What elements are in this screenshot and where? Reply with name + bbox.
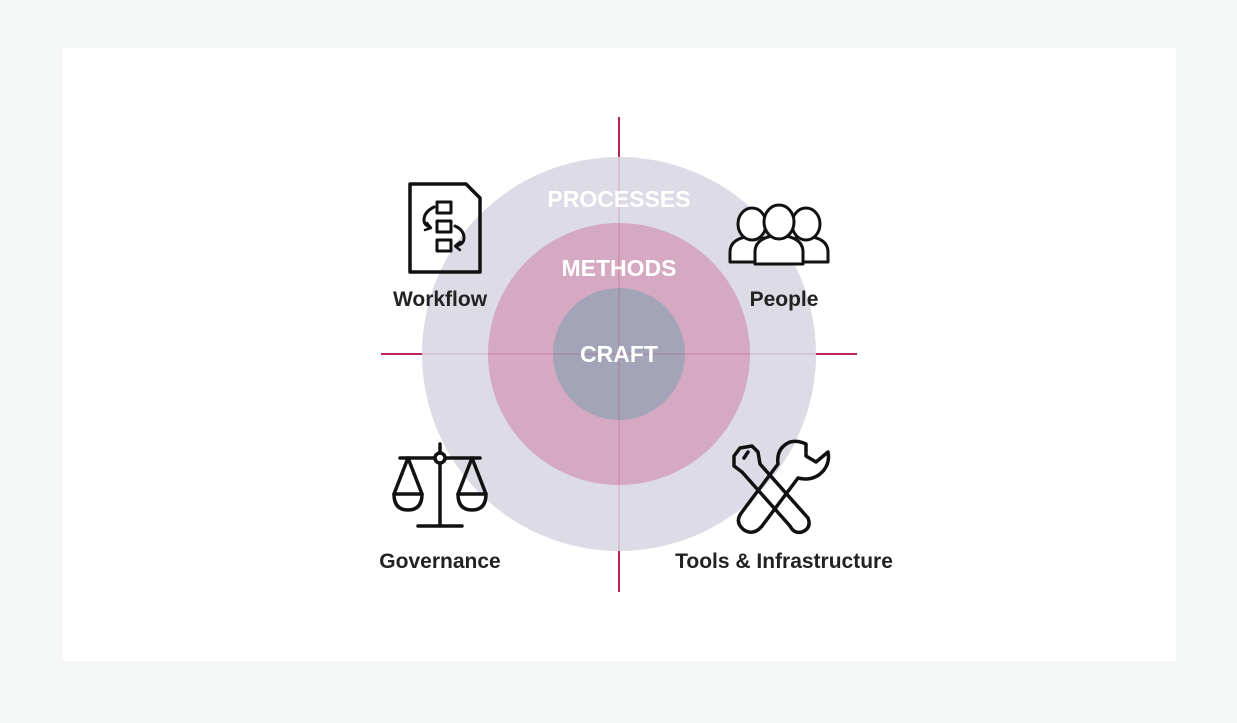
people-group-icon bbox=[728, 203, 830, 266]
axis-lines-inner bbox=[422, 157, 816, 551]
governance-label: Governance bbox=[379, 550, 500, 573]
workflow-document-icon bbox=[408, 182, 482, 274]
craft-label: CRAFT bbox=[580, 341, 658, 367]
tools-infrastructure-label: Tools & Infrastructure bbox=[675, 550, 893, 573]
methods-label: METHODS bbox=[562, 255, 677, 281]
axis-lines bbox=[381, 117, 857, 592]
workflow-label: Workflow bbox=[393, 288, 488, 311]
balance-scale-icon bbox=[392, 442, 488, 528]
people-label: People bbox=[750, 288, 819, 311]
processes-label: PROCESSES bbox=[547, 186, 690, 212]
inner-circle-craft bbox=[553, 288, 685, 420]
wrench-screwdriver-icon bbox=[732, 439, 831, 535]
